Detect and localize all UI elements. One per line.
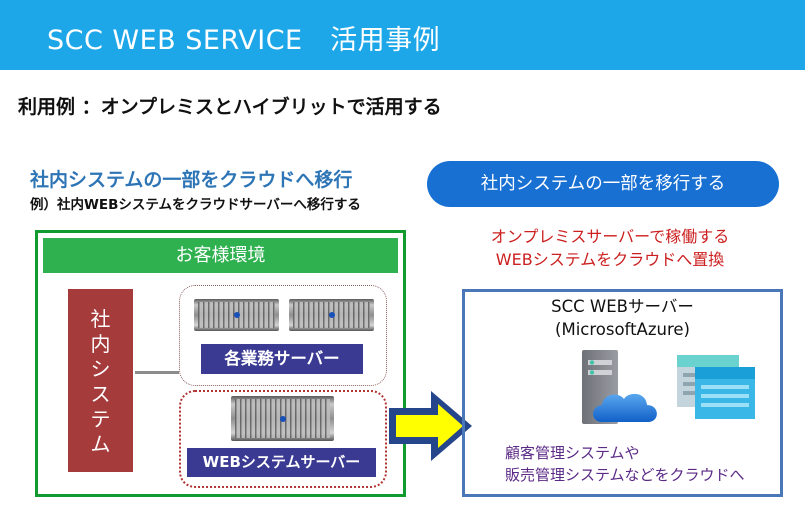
replace-description: オンプレミスサーバーで稼働する WEBシステムをクラウドへ置換 bbox=[440, 225, 780, 271]
azure-server-cloud-icon bbox=[582, 350, 657, 424]
scc-desc-line-1: 顧客管理システムや bbox=[505, 444, 640, 462]
web-server-group bbox=[179, 390, 387, 488]
example-title: 利用例 ：オンプレミスとハイブリットで活用する bbox=[18, 96, 442, 118]
business-servers-group bbox=[179, 285, 387, 386]
internal-system-char: 内 bbox=[90, 332, 111, 356]
internal-system-char: 社 bbox=[90, 307, 111, 331]
internal-system-char: ス bbox=[90, 382, 111, 406]
connector-line bbox=[135, 371, 179, 374]
azure-storage-table-icon bbox=[677, 355, 755, 419]
web-server-label: WEBシステムサーバー bbox=[187, 448, 376, 477]
page-title: SCC WEB SERVICE 活用事例 bbox=[47, 25, 441, 56]
server-rack-icon bbox=[194, 299, 279, 331]
internal-system-char: ム bbox=[90, 432, 111, 456]
scc-server-description: 顧客管理システムや 販売管理システムなどをクラウドへ bbox=[505, 442, 745, 486]
internal-system-char: シ bbox=[90, 357, 111, 381]
server-rack-icon bbox=[289, 299, 374, 331]
server-rack-icon bbox=[231, 396, 334, 441]
customer-environment-box: お客様環境 bbox=[35, 230, 406, 497]
migrate-pill-badge: 社内システムの一部を移行する bbox=[427, 161, 779, 207]
business-servers-label: 各業務サーバー bbox=[201, 344, 363, 374]
migration-title: 社内システムの一部をクラウドへ移行 bbox=[30, 169, 353, 191]
customer-environment-title: お客様環境 bbox=[43, 238, 398, 273]
migration-subtitle: 例）社内WEBシステムをクラウドサーバーへ移行する bbox=[30, 197, 361, 213]
internal-system-label: 社 内 シ ス テ ム bbox=[68, 307, 133, 457]
header-bar: SCC WEB SERVICE 活用事例 bbox=[0, 0, 805, 70]
scc-desc-line-2: 販売管理システムなどをクラウドへ bbox=[505, 466, 745, 484]
scc-server-title: SCC WEBサーバー (MicrosoftAzure) bbox=[465, 295, 780, 341]
scc-server-title-line1: SCC WEBサーバー bbox=[551, 297, 694, 316]
scc-server-title-line2: (MicrosoftAzure) bbox=[555, 320, 690, 339]
scc-web-server-box: SCC WEBサーバー (MicrosoftAzure) 顧客管理システムや 販… bbox=[462, 289, 783, 497]
internal-system-char: テ bbox=[90, 407, 111, 431]
replace-line-2: WEBシステムをクラウドへ置換 bbox=[495, 250, 725, 269]
replace-line-1: オンプレミスサーバーで稼働する bbox=[490, 227, 730, 246]
arrow-right-icon bbox=[389, 391, 472, 461]
internal-system-block: 社 内 シ ス テ ム bbox=[68, 289, 133, 472]
